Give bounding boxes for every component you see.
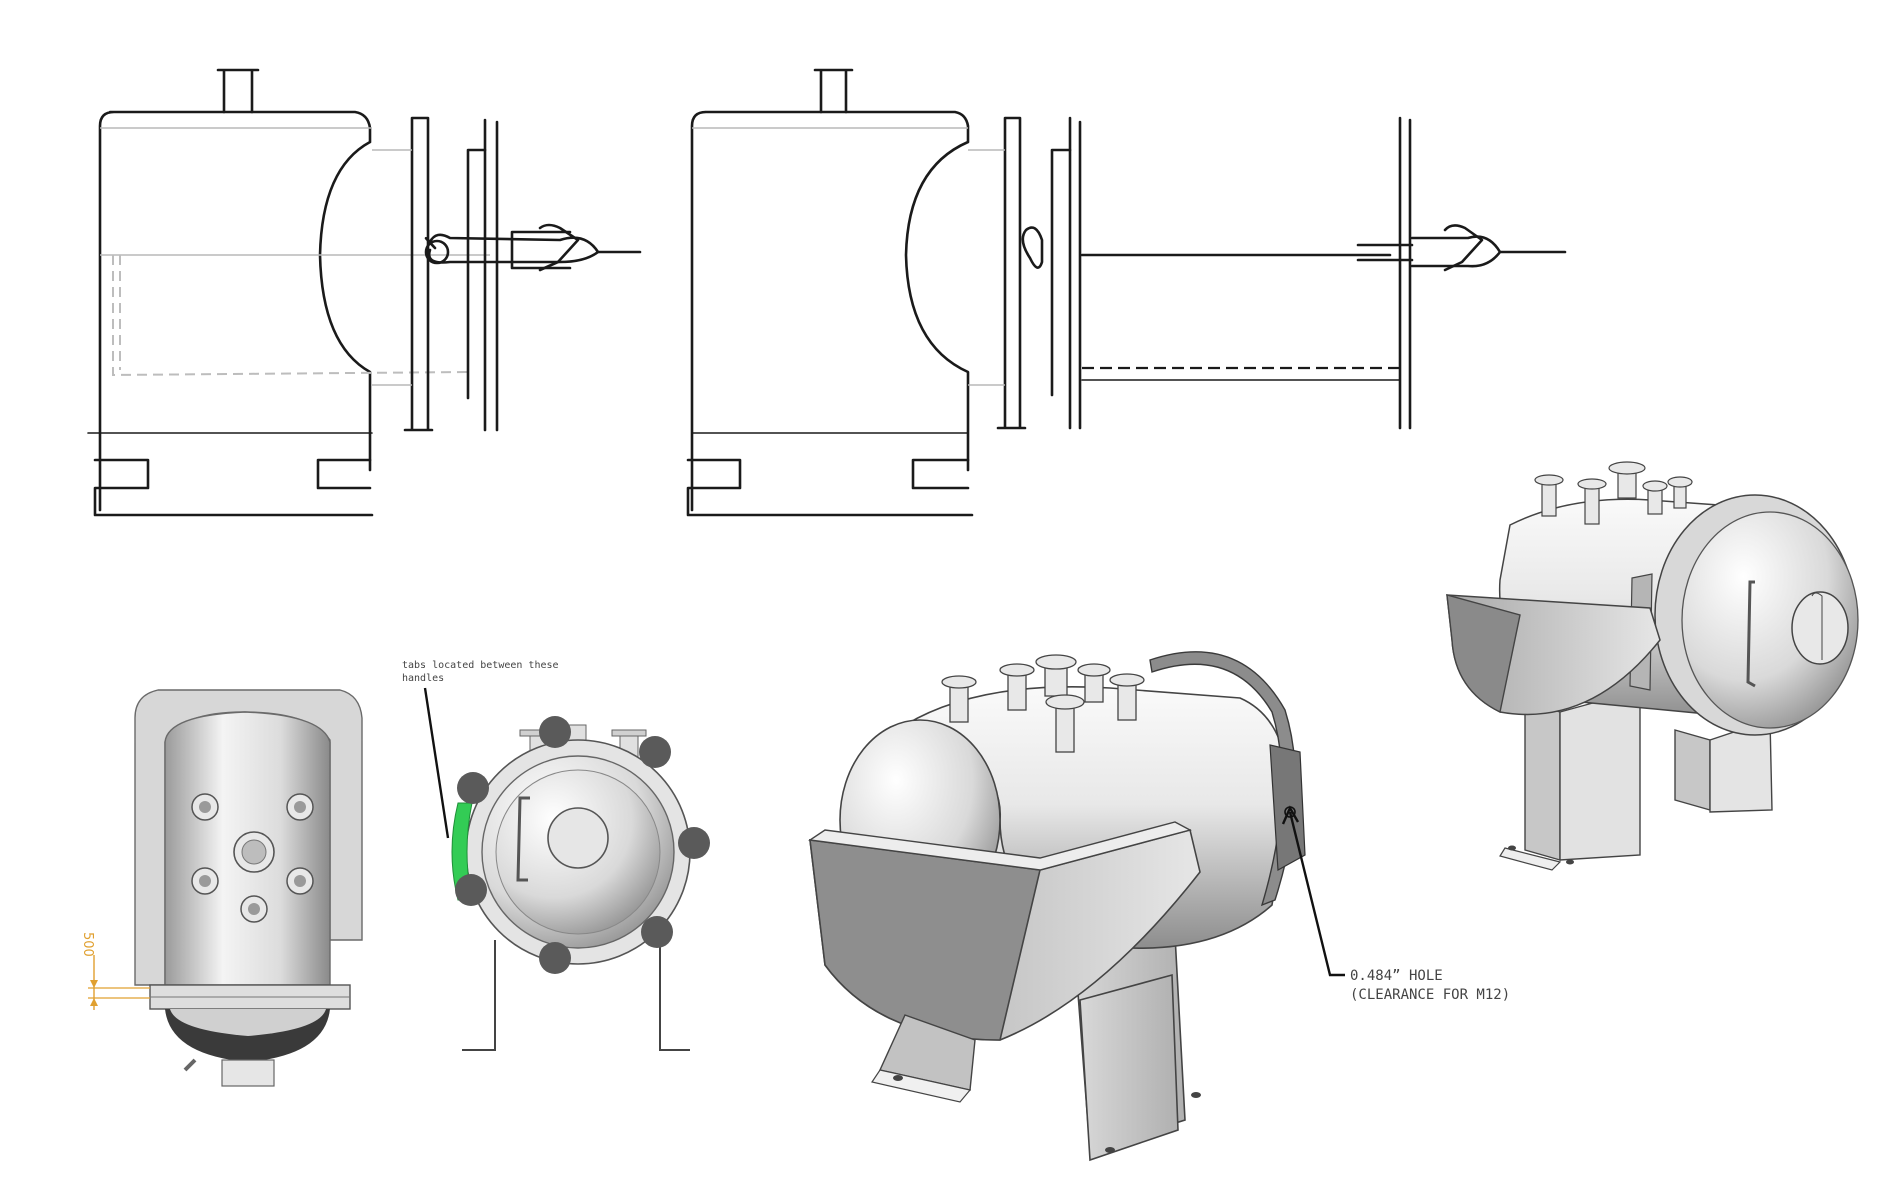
- tabs-note-line1: tabs located between these: [402, 660, 559, 671]
- end-view-render: 500: [80, 689, 363, 1087]
- iso-render-small: [1446, 461, 1859, 871]
- flange-front-view: tabs located between these handles: [402, 660, 710, 1051]
- handle-dots: [455, 716, 710, 974]
- tabs-note-line2: handles: [402, 673, 444, 684]
- dimension-marker: 500: [80, 932, 150, 1010]
- hole-note-line1: 0.484” HOLE: [1350, 968, 1443, 984]
- iso-render-large: 0.484” HOLE (CLEARANCE FOR M12): [808, 651, 1510, 1162]
- sketch-vessel-open: [686, 68, 1567, 517]
- dimension-label: 500: [80, 932, 95, 957]
- sketch-vessel-closed: [87, 68, 642, 517]
- hole-note-line2: (CLEARANCE FOR M12): [1350, 987, 1510, 1003]
